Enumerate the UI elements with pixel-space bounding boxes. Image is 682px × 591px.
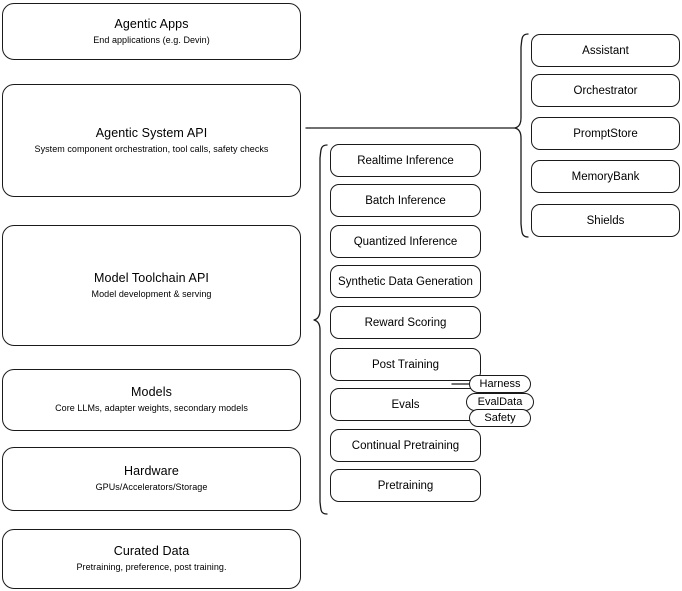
toolchain-item-realtime-inference[interactable]: Realtime Inference (330, 144, 481, 177)
stack-layer-curated-data[interactable]: Curated Data Pretraining, preference, po… (2, 529, 301, 589)
stack-layer-subtitle: Model development & serving (91, 288, 212, 299)
evals-subcomponent-label: EvalData (477, 395, 523, 408)
stack-layer-subtitle: Core LLMs, adapter weights, secondary mo… (55, 403, 248, 413)
agentic-component-assistant[interactable]: Assistant (531, 34, 680, 67)
stack-layer-title: Agentic Apps (114, 16, 189, 31)
toolchain-item-label: Realtime Inference (357, 154, 454, 167)
evals-subcomponent-safety[interactable]: Safety (469, 409, 531, 427)
toolchain-item-label: Continual Pretraining (351, 439, 460, 452)
stack-layer-agentic-system-api[interactable]: Agentic System API System component orch… (2, 84, 301, 197)
evals-subcomponent-harness[interactable]: Harness (469, 375, 531, 393)
stack-layer-subtitle: System component orchestration, tool cal… (34, 143, 269, 154)
toolchain-item-label: Batch Inference (365, 194, 446, 207)
evals-subcomponent-label: Harness (479, 377, 521, 390)
toolchain-item-quantized-inference[interactable]: Quantized Inference (330, 225, 481, 258)
toolchain-item-label: Synthetic Data Generation (338, 275, 473, 288)
stack-layer-hardware[interactable]: Hardware GPUs/Accelerators/Storage (2, 447, 301, 511)
toolchain-components-brace (313, 144, 328, 515)
toolchain-item-label: Post Training (371, 358, 440, 371)
toolchain-item-synthetic-data-generation[interactable]: Synthetic Data Generation (330, 265, 481, 298)
agentic-component-orchestrator[interactable]: Orchestrator (531, 74, 680, 107)
agentic-component-label: MemoryBank (571, 170, 640, 183)
stack-layer-title: Models (131, 385, 172, 399)
toolchain-item-label: Pretraining (377, 479, 434, 492)
agentic-components-brace (514, 33, 529, 238)
toolchain-item-label: Quantized Inference (353, 235, 458, 248)
stack-layer-title: Curated Data (113, 544, 190, 558)
stack-layer-agentic-apps[interactable]: Agentic Apps End applications (e.g. Devi… (2, 3, 301, 60)
stack-layer-models[interactable]: Models Core LLMs, adapter weights, secon… (2, 369, 301, 431)
toolchain-item-label: Evals (391, 398, 420, 411)
stack-layer-subtitle: GPUs/Accelerators/Storage (95, 482, 208, 492)
toolchain-item-reward-scoring[interactable]: Reward Scoring (330, 306, 481, 339)
agentic-component-promptstore[interactable]: PromptStore (531, 117, 680, 150)
toolchain-item-continual-pretraining[interactable]: Continual Pretraining (330, 429, 481, 462)
stack-layer-title: Model Toolchain API (94, 270, 209, 285)
toolchain-item-post-training[interactable]: Post Training (330, 348, 481, 381)
agentic-component-label: Assistant (582, 44, 629, 57)
toolchain-item-label: Reward Scoring (364, 316, 447, 329)
stack-layer-title: Agentic System API (95, 125, 208, 140)
agentic-component-label: PromptStore (573, 127, 638, 140)
agentic-component-label: Orchestrator (573, 84, 638, 97)
agentic-component-label: Shields (586, 214, 625, 227)
toolchain-item-pretraining[interactable]: Pretraining (330, 469, 481, 502)
toolchain-item-evals[interactable]: Evals (330, 388, 481, 421)
stack-layer-title: Hardware (124, 464, 179, 478)
stack-layer-model-toolchain-api[interactable]: Model Toolchain API Model development & … (2, 225, 301, 346)
toolchain-item-batch-inference[interactable]: Batch Inference (330, 184, 481, 217)
agentic-component-memorybank[interactable]: MemoryBank (531, 160, 680, 193)
evals-subcomponent-label: Safety (484, 411, 516, 424)
stack-layer-subtitle: Pretraining, preference, post training. (76, 562, 227, 572)
agentic-component-shields[interactable]: Shields (531, 204, 680, 237)
stack-layer-subtitle: End applications (e.g. Devin) (93, 34, 210, 45)
